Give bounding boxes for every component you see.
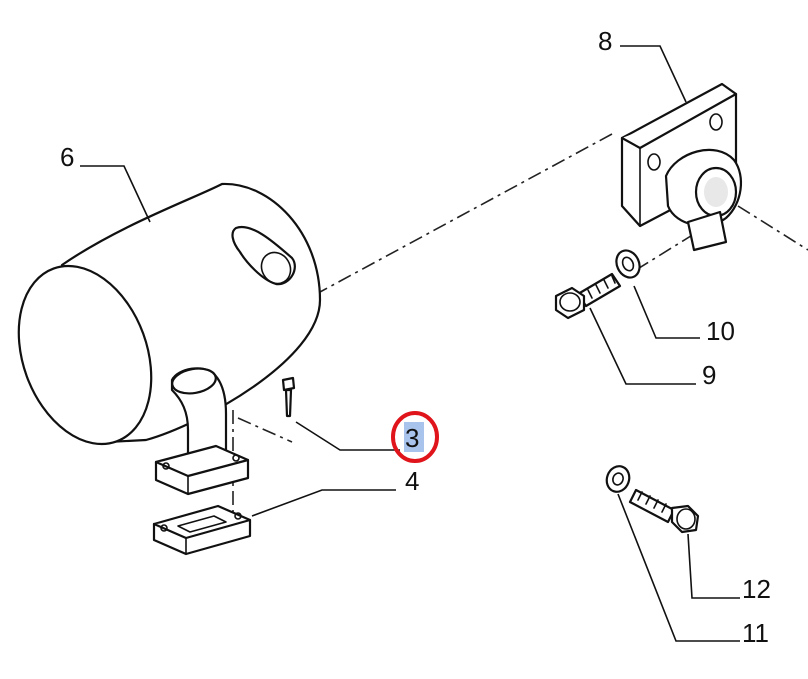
callout-12[interactable]: 12	[742, 574, 771, 604]
bracket-part-8[interactable]	[620, 82, 742, 252]
washer-part-11[interactable]	[603, 463, 633, 495]
assembly-centerlines	[232, 133, 808, 525]
bolt-part-9[interactable]	[554, 272, 622, 320]
callout-6[interactable]: 6	[60, 142, 74, 172]
leader-lines	[80, 45, 740, 642]
callout-4[interactable]: 4	[405, 466, 419, 496]
callout-3[interactable]: 3	[405, 423, 419, 453]
screw-part-3[interactable]	[281, 376, 296, 418]
callout-8[interactable]: 8	[598, 26, 612, 56]
callout-11[interactable]: 11	[742, 618, 769, 648]
bolt-part-12[interactable]	[628, 488, 700, 534]
callout-3-highlight	[391, 411, 439, 463]
outlet-flange	[154, 444, 250, 496]
muffler-part-6[interactable]	[0, 182, 322, 463]
callout-9[interactable]: 9	[702, 360, 716, 390]
callout-10[interactable]: 10	[706, 316, 735, 346]
gasket-part-4[interactable]	[152, 504, 252, 556]
washer-part-10[interactable]	[612, 247, 644, 282]
